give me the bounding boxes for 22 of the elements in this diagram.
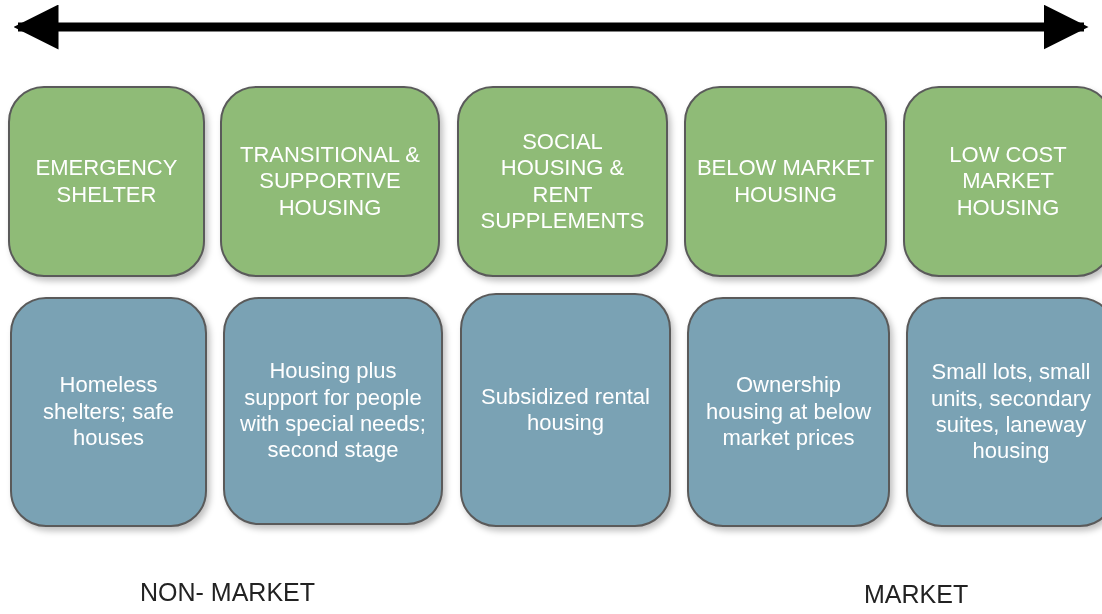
category-label: LOW COST MARKET HOUSING xyxy=(948,141,1068,222)
category-box xyxy=(457,86,668,277)
scale-end-label: NON- MARKET xyxy=(140,578,315,607)
description-box xyxy=(223,297,443,525)
description-box xyxy=(10,297,207,527)
description-text: Subsidized rental housing xyxy=(480,383,651,437)
category-label: EMERGENCY SHELTER xyxy=(34,155,179,208)
description-box xyxy=(906,297,1102,527)
category-label: TRANSITIONAL & SUPPORTIVE HOUSING xyxy=(238,141,422,222)
category-label: SOCIAL HOUSING & RENT SUPPLEMENTS xyxy=(479,128,646,235)
description-text: Housing plus support for people with special needs; second stage xyxy=(239,358,427,464)
description-text: Ownership housing at below market prices xyxy=(704,372,873,452)
description-box xyxy=(460,293,671,527)
description-text: Small lots, small units, secondary suites, laneway housing xyxy=(929,359,1093,465)
category-box xyxy=(220,86,440,277)
category-label: BELOW MARKET HOUSING xyxy=(695,155,876,208)
category-box xyxy=(903,86,1102,277)
category-box xyxy=(684,86,887,277)
description-box xyxy=(687,297,890,527)
description-text: Homeless shelters; safe houses xyxy=(42,372,175,452)
category-box xyxy=(8,86,205,277)
scale-end-label: MARKET xyxy=(864,580,969,609)
